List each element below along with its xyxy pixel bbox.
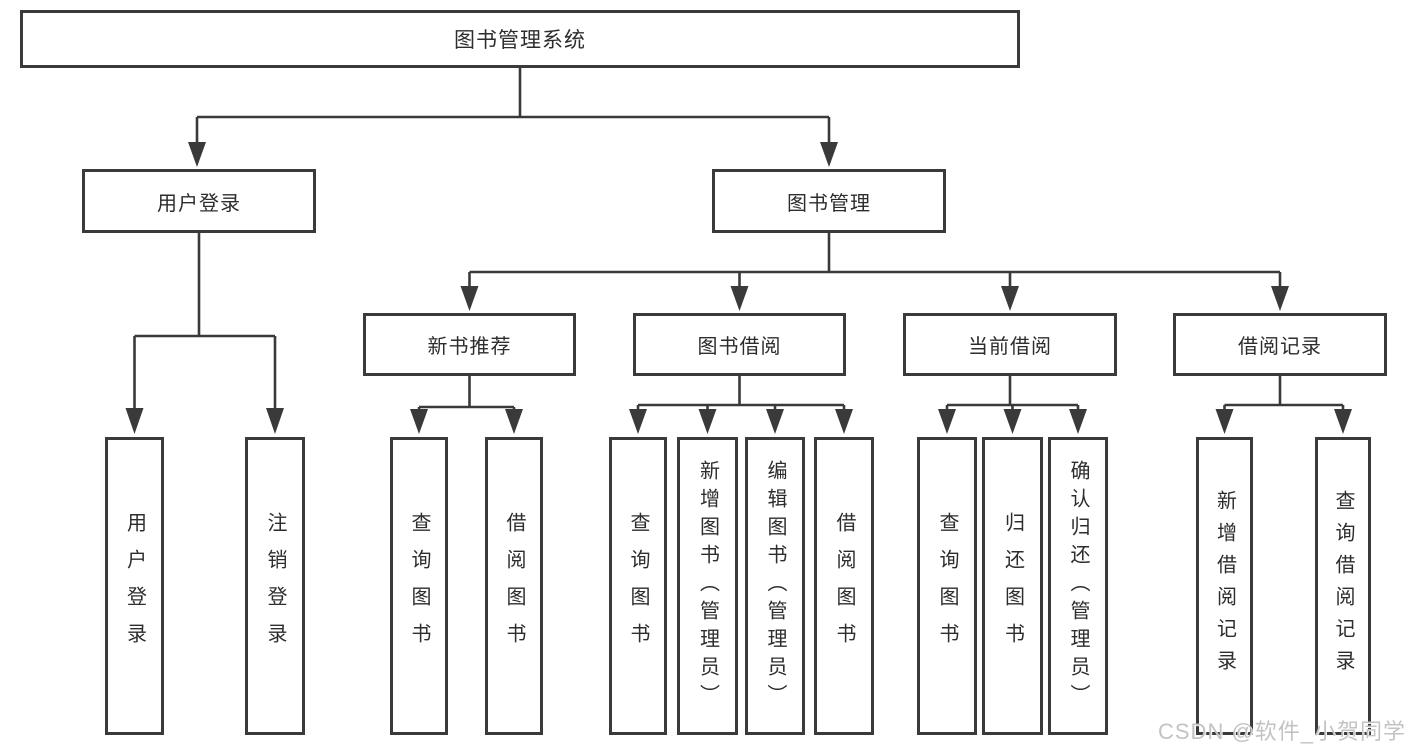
node-borrow-book: 借阅图书: [814, 437, 874, 735]
node-logout: 注销登录: [245, 437, 305, 735]
node-label: 借阅图书: [833, 512, 855, 660]
node-label: 新增借阅记录: [1213, 490, 1236, 682]
node-label: 注销登录: [264, 512, 286, 660]
node-search-book-current: 查询图书: [917, 437, 977, 735]
node-label: 图书管理: [787, 192, 871, 215]
node-book-management-branch: 图书管理: [712, 169, 946, 233]
csdn-watermark: CSDN @软件_小贺同学: [1158, 719, 1405, 744]
node-label: 图书管理系统: [454, 29, 586, 52]
node-label: 归还图书: [1001, 512, 1024, 660]
node-label: 查询图书: [408, 512, 430, 660]
node-borrow-book-recommend: 借阅图书: [485, 437, 543, 735]
node-new-book-recommend: 新书推荐: [363, 313, 576, 376]
node-label: 查询借阅记录: [1332, 490, 1354, 682]
node-edit-book-admin: 编辑图书（管理员）: [745, 437, 805, 735]
node-search-borrow-record: 查询借阅记录: [1315, 437, 1371, 735]
node-user-login: 用户登录: [105, 437, 164, 735]
node-label: 借阅记录: [1238, 336, 1322, 358]
node-user-login-branch: 用户登录: [82, 169, 316, 233]
node-add-borrow-record: 新增借阅记录: [1196, 437, 1253, 735]
node-label: 图书借阅: [697, 336, 782, 358]
node-search-book-recommend: 查询图书: [390, 437, 448, 735]
node-return-book: 归还图书: [982, 437, 1043, 735]
node-label: 新增图书（管理员）: [696, 460, 719, 712]
node-label: 用户登录: [123, 512, 146, 660]
node-label: 新书推荐: [427, 336, 512, 358]
node-add-book-admin: 新增图书（管理员）: [677, 437, 738, 735]
node-label: 确认归还（管理员）: [1067, 460, 1089, 712]
node-label: 查询图书: [627, 512, 649, 660]
node-label: 编辑图书（管理员）: [764, 460, 786, 712]
node-book-borrowing: 图书借阅: [633, 313, 846, 376]
node-label: 当前借阅: [968, 336, 1052, 358]
node-confirm-return-admin: 确认归还（管理员）: [1048, 437, 1108, 735]
node-search-book: 查询图书: [609, 437, 667, 735]
node-current-borrowing: 当前借阅: [903, 313, 1117, 376]
node-borrowing-records: 借阅记录: [1173, 313, 1387, 376]
node-label: 查询图书: [936, 512, 958, 660]
node-library-management-system: 图书管理系统: [20, 10, 1020, 68]
arrowheads: [125, 142, 1352, 434]
node-label: 用户登录: [157, 192, 241, 215]
node-label: 借阅图书: [503, 512, 525, 660]
